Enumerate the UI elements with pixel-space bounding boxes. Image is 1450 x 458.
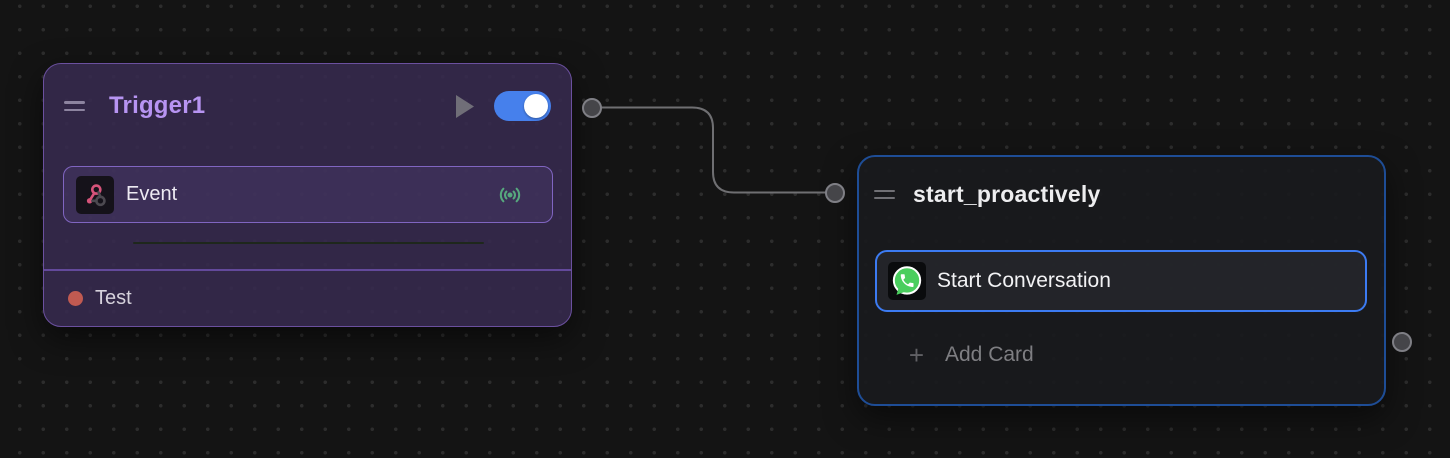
action-input-port[interactable] — [825, 182, 845, 203]
enabled-toggle[interactable] — [494, 91, 551, 121]
test-status-dot — [68, 290, 83, 306]
test-label: Test — [95, 286, 132, 309]
plus-icon: + — [908, 340, 925, 370]
whatsapp-icon — [888, 262, 926, 300]
collapsed-card-divider — [133, 242, 484, 244]
action-node-header: start_proactively — [859, 157, 1384, 232]
drag-handle-icon[interactable] — [64, 101, 85, 111]
start-conversation-label: Start Conversation — [937, 269, 1111, 292]
footer-divider — [44, 269, 571, 271]
start-conversation-card[interactable]: Start Conversation — [875, 250, 1367, 312]
trigger-node[interactable]: Trigger1 Event — [43, 63, 572, 327]
drag-handle-icon[interactable] — [874, 189, 895, 200]
add-card-button[interactable]: + Add Card — [875, 334, 1368, 376]
trigger-node-footer: Test — [44, 271, 571, 327]
trigger-output-port[interactable] — [582, 97, 602, 118]
play-icon[interactable] — [455, 94, 475, 119]
action-node[interactable]: start_proactively Start Conversation + A… — [857, 155, 1386, 406]
webhook-icon — [76, 175, 114, 214]
signal-icon — [499, 187, 521, 202]
trigger-node-title: Trigger1 — [109, 92, 206, 119]
add-card-label: Add Card — [945, 343, 1034, 366]
action-node-title: start_proactively — [913, 181, 1101, 207]
event-card[interactable]: Event — [63, 166, 553, 223]
toggle-knob — [524, 94, 548, 118]
action-output-port[interactable] — [1392, 332, 1412, 352]
event-card-label: Event — [126, 183, 178, 205]
trigger-node-header: Trigger1 — [44, 64, 571, 148]
